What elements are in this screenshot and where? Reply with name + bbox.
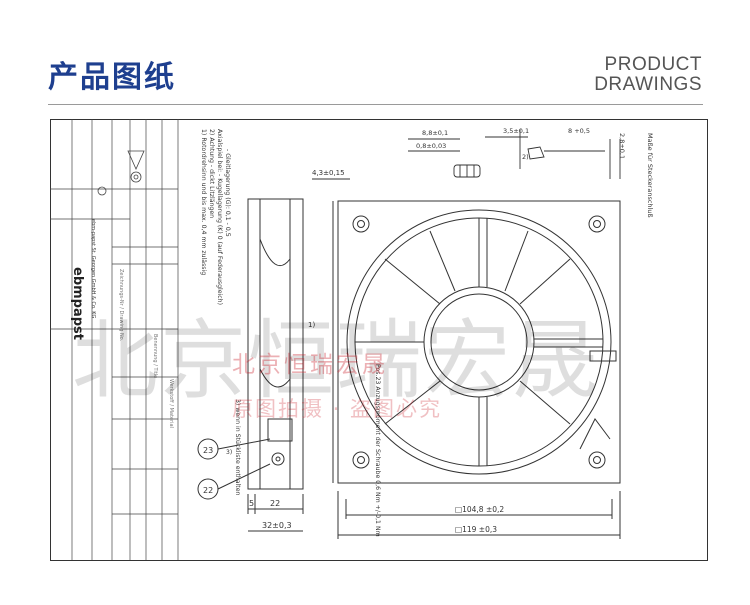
plug-dim-3-5: 3,5±0,1 [503, 127, 529, 135]
watermark-red: 北京恒瑞宏晟 [232, 352, 388, 378]
callout-22-label: 22 [203, 486, 213, 495]
company-name: ebm-papst St. Georgen GmbH & Co. KG [90, 219, 96, 318]
page-title: 产品图纸 [48, 60, 176, 95]
dim-22: 22 [270, 499, 280, 508]
technical-drawing: ebmpapst ebm-papst St. Georgen GmbH & Co… [50, 119, 708, 561]
header-divider [48, 104, 703, 105]
note-pos23: Pos.23 Anzugsmoment der Schraube 0,6 Nm … [374, 364, 381, 537]
dim-5: 5 [249, 499, 254, 508]
note-3: Axialspiel bei: - Kugellagerung (K) 0 (a… [216, 129, 223, 305]
fan-side-view [197, 198, 304, 532]
dim-119: □119 ±0,3 [455, 525, 497, 534]
title-block-text-1: Zeichnungs-Nr / Drawing No. [118, 269, 124, 342]
fan-front-view [312, 178, 621, 539]
brand-logo: ebmpapst [70, 267, 85, 340]
dim-104-8: □104,8 ±0,2 [455, 505, 504, 514]
plug-note-2: 2) [522, 153, 529, 161]
plug-detail [408, 129, 621, 179]
plug-dim-0-8: 0,8±0,03 [416, 142, 446, 150]
plug-dim-2-8: 2,8±0,1 [618, 133, 626, 159]
dim-32: 32±0,3 [262, 521, 292, 530]
dim-4-3: 4,3±0,15 [312, 169, 345, 177]
note-1: 1) Rotordrehsinn und bis max. 0,4 mm zul… [200, 129, 207, 275]
title-en-line2: DRAWINGS [594, 74, 702, 95]
watermark-copyright: 原图拍摄 · 盗图必究 [232, 397, 443, 421]
note-stueckliste: 3) wenn in Stückliste enthalten [234, 399, 241, 496]
title-block-text-2: Benennung / Title [152, 334, 158, 378]
projection-symbol [97, 150, 145, 196]
page-title-en: PRODUCT DRAWINGS [594, 55, 702, 95]
ref-3: 3) [226, 449, 232, 456]
title-block-text-3: Werkstoff / Material [168, 379, 174, 428]
title-block [50, 119, 179, 560]
plug-dim-8-8: 8,8±0,1 [422, 129, 448, 137]
note-4: - Gleitlagerung (G): 0,1 - 0,5 [224, 149, 231, 237]
note-2: 2) Achtung - dickt Litzlängen [208, 129, 215, 218]
drawing-notes: 1) Rotordrehsinn und bis max. 0,4 mm zul… [200, 129, 381, 537]
drawing-frame [50, 119, 708, 561]
ref-1: 1) [308, 321, 315, 329]
title-en-line1: PRODUCT [604, 54, 702, 75]
plug-dim-8: 8 +0,5 [568, 127, 590, 135]
plug-label: Maße für Steckeranschluß [646, 133, 654, 218]
callout-23-label: 23 [203, 446, 213, 455]
